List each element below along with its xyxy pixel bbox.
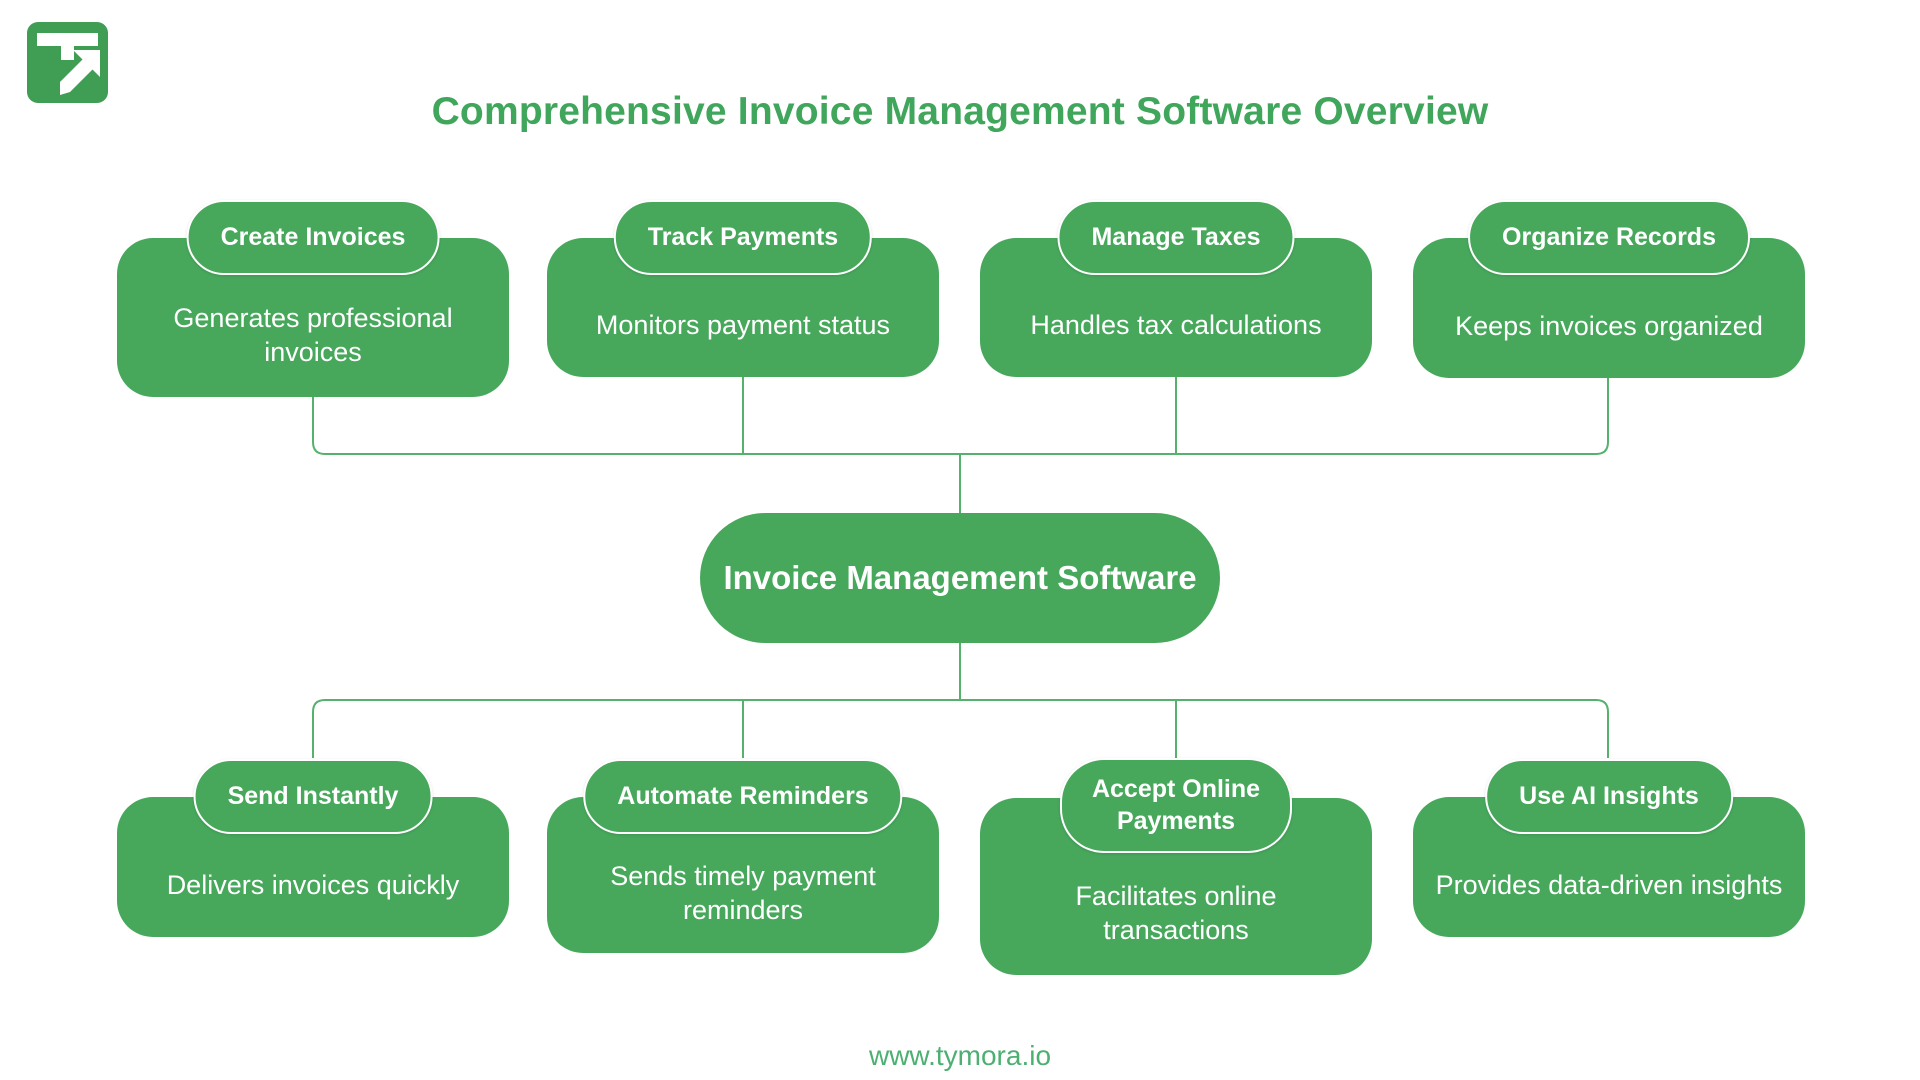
node-organize-records-description: Keeps invoices organized [1455, 310, 1763, 341]
node-manage-taxes-description: Handles tax calculations [1030, 310, 1322, 341]
tymora-logo-icon [27, 22, 108, 103]
node-track-payments-description: Monitors payment status [595, 310, 891, 341]
page-title: Comprehensive Invoice Management Softwar… [431, 90, 1489, 133]
node-organize-records: Organize Records Keeps invoices organize… [1413, 200, 1805, 378]
node-organize-records-pill: Organize Records [1468, 200, 1750, 275]
node-create-invoices-pill: Create Invoices [186, 200, 440, 275]
node-create-invoices-description: Generates professional invoices [173, 303, 453, 367]
node-use-ai-insights-pill: Use AI Insights [1485, 759, 1733, 834]
root-node: Invoice Management Software [700, 513, 1220, 643]
node-accept-online-payments-description: Facilitates online transactions [1075, 881, 1277, 945]
node-automate-reminders-description: Sends timely payment reminders [610, 860, 876, 925]
node-use-ai-insights: Use AI Insights Provides data-driven ins… [1413, 759, 1805, 937]
node-accept-online-payments: Accept Online Payments Facilitates onlin… [980, 758, 1372, 975]
node-use-ai-insights-description: Provides data-driven insights [1435, 869, 1783, 900]
node-manage-taxes: Manage Taxes Handles tax calculations [980, 200, 1372, 377]
node-automate-reminders: Automate Reminders Sends timely payment … [547, 759, 939, 953]
node-automate-reminders-pill: Automate Reminders [583, 759, 903, 834]
node-manage-taxes-pill: Manage Taxes [1057, 200, 1295, 275]
node-send-instantly-description: Delivers invoices quickly [166, 869, 460, 900]
node-send-instantly-pill: Send Instantly [193, 759, 433, 834]
website-url: www.tymora.io [868, 1040, 1052, 1071]
node-track-payments-pill: Track Payments [613, 200, 873, 275]
node-create-invoices: Create Invoices Generates professional i… [117, 200, 509, 397]
node-send-instantly: Send Instantly Delivers invoices quickly [117, 759, 509, 937]
node-track-payments: Track Payments Monitors payment status [547, 200, 939, 377]
node-accept-online-payments-pill: Accept Online Payments [1060, 758, 1292, 853]
